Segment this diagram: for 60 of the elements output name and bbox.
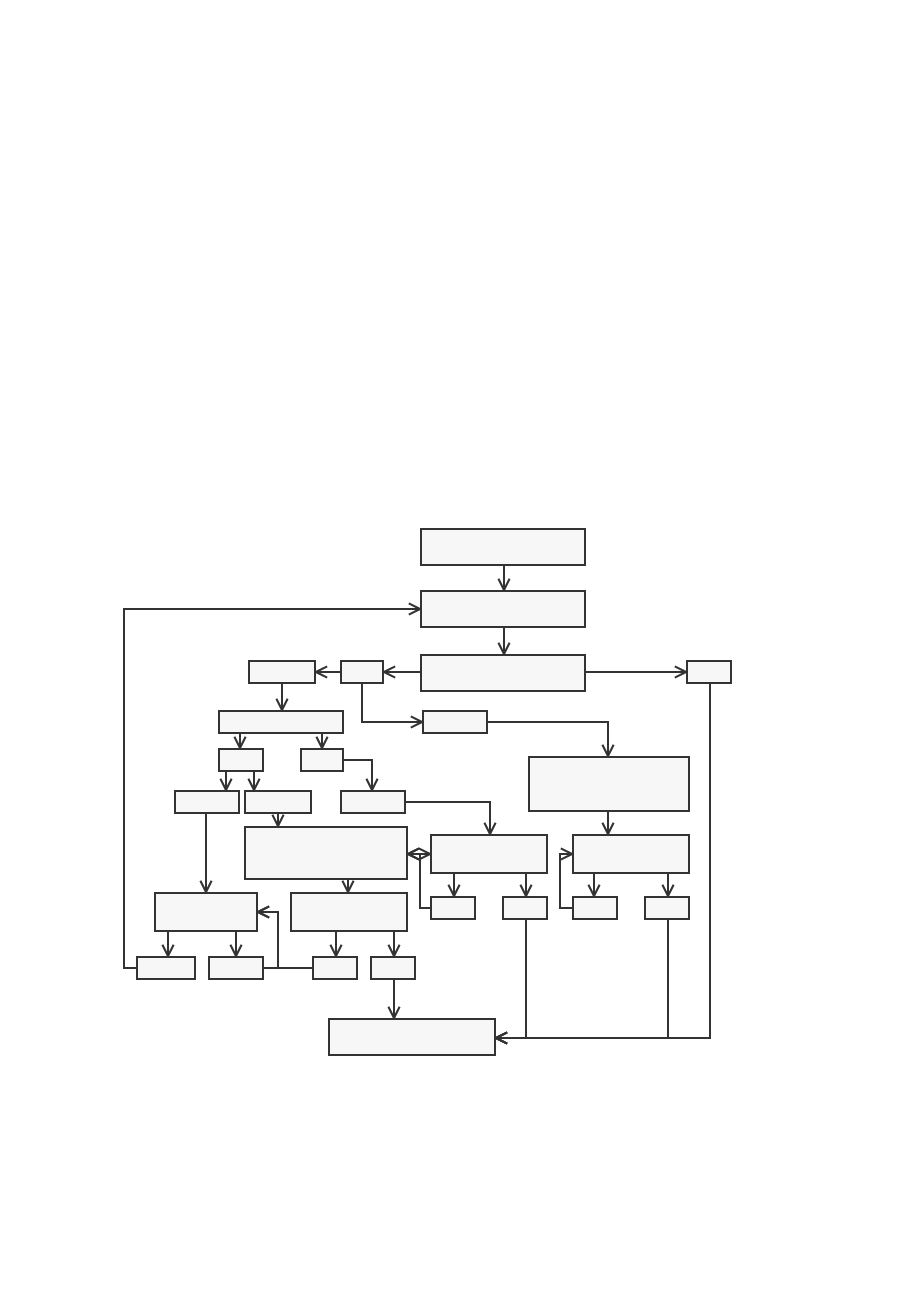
process-box [572,834,690,874]
process-box [174,790,240,814]
arrow [199,813,213,894]
process-box [340,790,406,814]
arrow [256,905,313,969]
process-box [300,748,344,772]
process-box [244,826,408,880]
arrow [487,721,615,758]
process-box [502,896,548,920]
arrow [315,733,329,750]
process-box [248,660,316,684]
process-box [218,710,344,734]
process-box [420,654,586,692]
process-box [312,956,358,980]
process-box [686,660,732,684]
arrow [343,759,379,792]
arrow [559,847,574,909]
arrow [519,873,533,898]
process-box [328,1018,496,1056]
arrow [387,979,401,1020]
arrow [233,733,247,750]
process-box [644,896,690,920]
arrow [585,665,688,679]
arrow [382,665,421,679]
process-box [420,528,586,566]
process-box [422,710,488,734]
arrow [271,813,285,828]
arrow [387,931,401,958]
process-box [154,892,258,932]
process-box [208,956,264,980]
process-box [218,748,264,772]
arrow [405,801,497,836]
arrow [601,811,615,836]
arrow [406,847,431,909]
process-box [572,896,618,920]
arrow [329,931,343,958]
arrow [314,665,341,679]
process-box [290,892,408,932]
arrow [247,771,261,792]
arrow [361,683,424,729]
arrow [161,931,175,958]
arrow [587,873,601,898]
arrow [341,879,355,894]
arrow [219,771,233,792]
arrow [661,873,675,898]
arrow [123,602,422,969]
arrow [497,565,511,592]
process-box [136,956,196,980]
arrow [494,683,711,1045]
process-box [420,590,586,628]
arrow [497,627,511,656]
process-box [430,834,548,874]
arrow [229,931,243,958]
process-box [370,956,416,980]
process-box [528,756,690,812]
process-box [340,660,384,684]
process-box [430,896,476,920]
process-box [244,790,312,814]
arrow [275,683,289,712]
arrow [447,873,461,898]
